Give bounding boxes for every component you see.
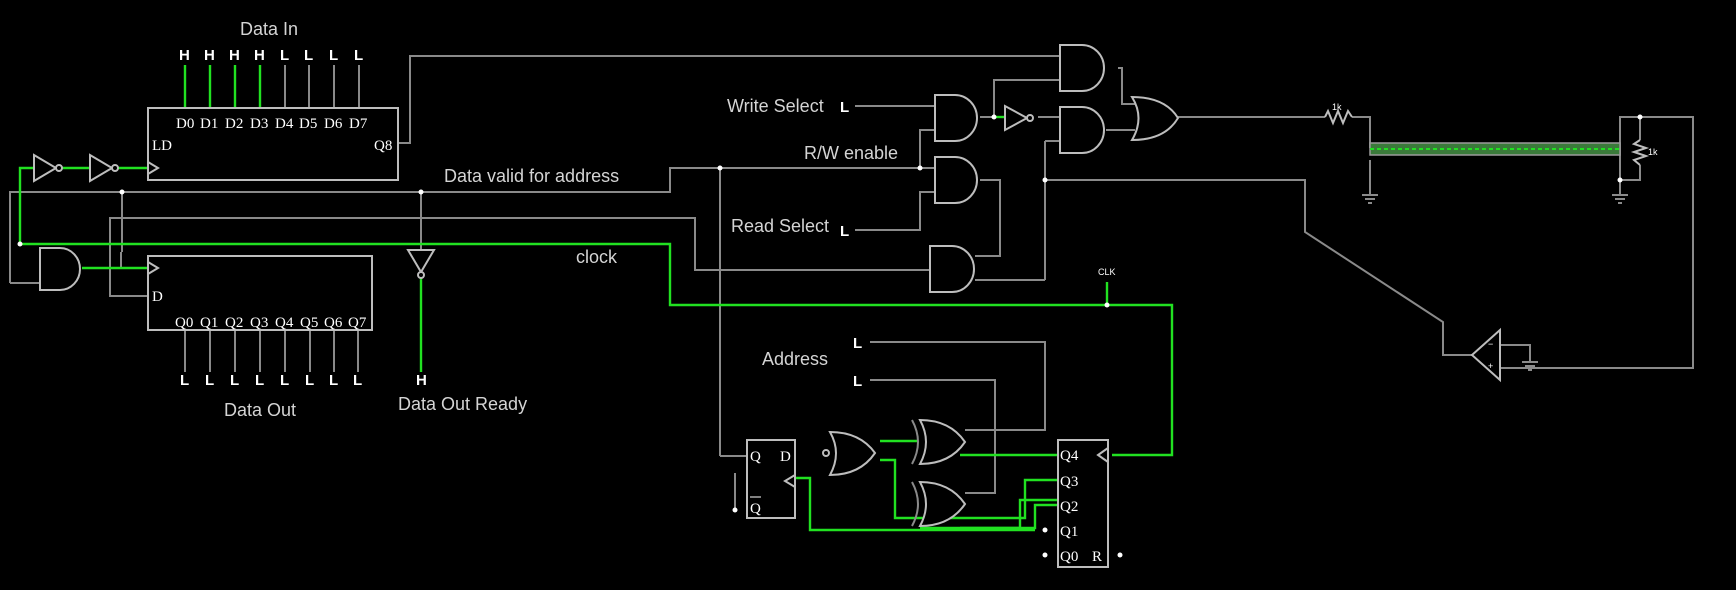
input-pin-label: D0: [176, 116, 194, 132]
output-level: L: [353, 372, 362, 389]
input-level[interactable]: H: [204, 47, 215, 64]
counter: Q4 Q3 Q2 Q1 Q0 R: [1042, 439, 1123, 568]
data-out-label: Data Out: [224, 400, 296, 420]
output-level: L: [230, 372, 239, 389]
xor-gate-1: [911, 418, 967, 466]
comparator: − +: [1470, 327, 1501, 383]
input-pin-label: D6: [324, 116, 343, 132]
output-levels: L L L L L L L L H: [180, 372, 427, 389]
data-out-ready-level: H: [416, 372, 427, 389]
junction-dots: [17, 114, 1110, 308]
ld-pin-label: LD: [152, 138, 172, 154]
output-level: L: [205, 372, 214, 389]
ground-icon: [1612, 194, 1628, 204]
and-gate-bottom: [929, 245, 975, 293]
resistor-2: 1k: [1617, 114, 1658, 183]
svg-text:−: −: [1488, 339, 1493, 349]
d-flipflop: Q D Q: [732, 439, 796, 519]
output-level: L: [255, 372, 264, 389]
address-level-0[interactable]: L: [853, 373, 862, 390]
clk-label: CLK: [1098, 267, 1116, 277]
ff-q-label: Q: [750, 449, 761, 465]
input-pin-label: D2: [225, 116, 243, 132]
and-gate-clock: [39, 247, 81, 291]
not-gate-2: [89, 153, 119, 183]
svg-text:1k: 1k: [1648, 147, 1658, 157]
counter-pin-label: Q3: [1060, 474, 1078, 490]
output-pin-label: Q7: [348, 315, 367, 331]
or-gate-output: [1130, 95, 1180, 142]
input-level[interactable]: L: [354, 47, 363, 64]
input-level[interactable]: L: [304, 47, 313, 64]
data-in-label: Data In: [240, 19, 298, 39]
output-pin-label: Q6: [324, 315, 343, 331]
d-pin-label: D: [152, 289, 163, 305]
and-gate-write: [934, 94, 978, 142]
not-gate-data-out: [406, 249, 436, 279]
input-pin-label: D1: [200, 116, 218, 132]
data-valid-label: Data valid for address: [444, 166, 619, 186]
output-pin-label: Q0: [175, 315, 193, 331]
address-level-1[interactable]: L: [853, 335, 862, 352]
ff-d-label: D: [780, 449, 791, 465]
read-select-level[interactable]: L: [840, 223, 849, 240]
input-level[interactable]: H: [254, 47, 265, 64]
and-gate-top: [1059, 44, 1105, 92]
input-pin-label: D7: [349, 116, 368, 132]
ff-qbar-label: Q: [750, 501, 761, 517]
output-level: L: [305, 372, 314, 389]
output-pin-label: Q5: [300, 315, 318, 331]
counter-pin-label: Q1: [1060, 524, 1078, 540]
resistor-1: 1k: [1324, 102, 1353, 126]
xor-gate-2: [911, 480, 967, 528]
output-level: L: [180, 372, 189, 389]
ground-icon: [1362, 194, 1378, 204]
write-select-level[interactable]: L: [840, 99, 849, 116]
svg-text:+: +: [1488, 361, 1493, 371]
transmission-line: [1369, 142, 1621, 156]
green-wires: [18, 65, 1174, 532]
read-select-label: Read Select: [731, 216, 829, 236]
output-pin-label: Q3: [250, 315, 268, 331]
data-out-ready-label: Data Out Ready: [398, 394, 527, 414]
input-pin-label: D3: [250, 116, 268, 132]
output-register: D Q0 Q1 Q2 Q3 Q4 Q5 Q6 Q7: [147, 255, 373, 331]
and-gate-middle: [1059, 106, 1105, 154]
output-pin-label: Q4: [275, 315, 294, 331]
output-pin-label: Q1: [200, 315, 218, 331]
counter-pin-label: Q0: [1060, 549, 1078, 565]
q8-pin-label: Q8: [374, 138, 392, 154]
not-gate-rw: [1004, 104, 1034, 132]
ground-icon: [1522, 361, 1538, 371]
rw-enable-label: R/W enable: [804, 143, 898, 163]
or-gate-counter: [822, 430, 877, 477]
input-pin-label: D5: [299, 116, 317, 132]
input-pin-label: D4: [275, 116, 294, 132]
not-gate-1: [33, 153, 63, 183]
input-level[interactable]: H: [229, 47, 240, 64]
input-levels: H H H H L L L L: [179, 47, 363, 64]
address-label: Address: [762, 349, 828, 369]
svg-text:1k: 1k: [1332, 102, 1342, 112]
counter-pin-label: Q2: [1060, 499, 1078, 515]
write-select-label: Write Select: [727, 96, 824, 116]
and-gate-read: [934, 156, 978, 204]
counter-r-label: R: [1092, 549, 1102, 565]
counter-pin-label: Q4: [1060, 448, 1079, 464]
input-level[interactable]: H: [179, 47, 190, 64]
input-level[interactable]: L: [329, 47, 338, 64]
output-level: L: [329, 372, 338, 389]
input-level[interactable]: L: [280, 47, 289, 64]
gray-wires: [9, 55, 1694, 510]
output-pin-label: Q2: [225, 315, 243, 331]
input-register: LD Q8 D0 D1 D2 D3 D4 D5 D6 D7: [147, 107, 399, 181]
output-level: L: [280, 372, 289, 389]
clock-label: clock: [576, 247, 618, 267]
